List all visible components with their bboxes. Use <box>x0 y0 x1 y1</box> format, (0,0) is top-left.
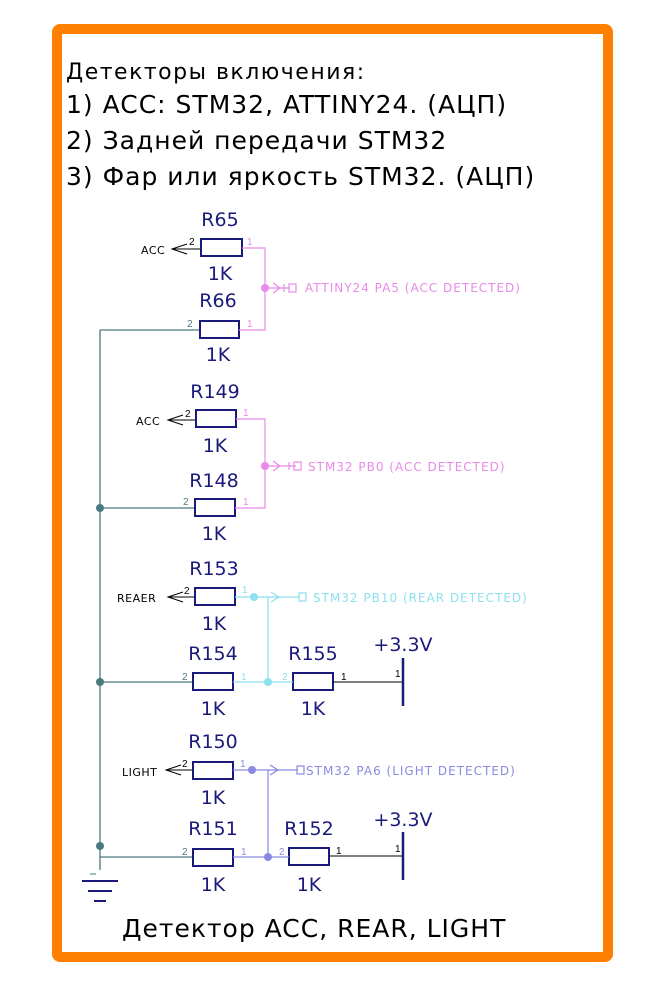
pin-label: 2 <box>279 847 285 858</box>
r155-value: 1K <box>301 698 326 720</box>
header-item-rear: 2) Задней передачи STM32 <box>66 126 448 155</box>
port-stm32-pb0[interactable]: STM32 PB0 (ACC DETECTED) <box>308 460 506 474</box>
r66-value: 1K <box>206 344 231 366</box>
junction-dot <box>96 678 104 686</box>
net-arrow-icon <box>170 243 201 255</box>
pin-label: 2 <box>182 672 188 683</box>
acc-attiny-section: R65 ACC 2 1K 1 R66 2 1K 1 ATTINY24 PA5 (… <box>141 209 521 366</box>
pin-label: 1 <box>395 844 401 855</box>
junction-dot <box>264 853 272 861</box>
r65-ref: R65 <box>201 209 238 231</box>
pin-label: 1 <box>242 585 248 596</box>
r154-value: 1K <box>201 698 226 720</box>
pin-label: 1 <box>341 672 347 683</box>
r152-value: 1K <box>297 874 322 896</box>
pin-label: 1 <box>241 847 247 858</box>
pin-label: 1 <box>243 408 249 419</box>
pin-label: 1 <box>336 846 342 857</box>
ground-net <box>99 329 200 870</box>
net-label-acc: ACC <box>141 244 165 257</box>
drawing-frame <box>52 24 613 962</box>
resistor-r65[interactable] <box>200 238 243 257</box>
r151-value: 1K <box>201 874 226 896</box>
rear-net <box>233 591 307 683</box>
pin-label: 2 <box>183 497 189 508</box>
r149-ref: R149 <box>190 381 239 403</box>
footer-caption: Детектор ACC, REAR, LIGHT <box>122 914 507 943</box>
r148-ref: R148 <box>189 470 238 492</box>
pin-label: 2 <box>185 409 191 420</box>
junction-dot <box>96 504 104 512</box>
junction-dot <box>264 678 272 686</box>
junction-dot <box>250 593 258 601</box>
ground-icon <box>82 880 118 902</box>
pin-label: 1 <box>395 669 401 680</box>
resistor-r152[interactable] <box>288 847 330 866</box>
r153-value: 1K <box>202 613 227 635</box>
r153-ref: R153 <box>189 558 238 580</box>
pin-label: 1 <box>240 759 246 770</box>
resistor-r153[interactable] <box>194 587 236 606</box>
pin-label: 2 <box>184 586 190 597</box>
port-stm32-pb10[interactable]: STM32 PB10 (REAR DETECTED) <box>313 591 528 605</box>
net-label-light: LIGHT <box>122 766 157 779</box>
light-net <box>233 764 305 858</box>
resistor-r149[interactable] <box>195 409 237 428</box>
r150-ref: R150 <box>188 731 237 753</box>
net-label-rear: REAER <box>117 592 156 605</box>
resistor-r154[interactable] <box>192 672 234 691</box>
pin-label: 2 <box>282 672 288 683</box>
header-title: Детекторы включения: <box>66 60 366 85</box>
pin-label: 1 <box>243 497 249 508</box>
resistor-r66[interactable] <box>199 320 240 339</box>
acc-stm32-section: R149 ACC 2 1K 1 R148 2 1K 1 STM32 PB0 (A… <box>136 381 506 545</box>
r150-value: 1K <box>201 787 226 809</box>
port-attiny-pa5[interactable]: ATTINY24 PA5 (ACC DETECTED) <box>305 281 521 295</box>
power-label-3v3: +3.3V <box>373 634 432 656</box>
resistor-r155[interactable] <box>292 672 334 691</box>
net-arrow-icon <box>166 591 195 603</box>
r152-ref: R152 <box>284 818 333 840</box>
r151-ref: R151 <box>188 818 237 840</box>
resistor-r151[interactable] <box>192 848 234 867</box>
resistor-r148[interactable] <box>194 498 236 517</box>
net-label-acc: ACC <box>136 415 160 428</box>
power-label-3v3: +3.3V <box>373 809 432 831</box>
r66-ref: R66 <box>199 290 236 312</box>
junction-dot <box>96 842 104 850</box>
r155-ref: R155 <box>288 643 337 665</box>
rear-section: R153 REAER 2 1K 1 R154 2 1K 1 R155 2 1K … <box>117 558 528 720</box>
pin-label: 2 <box>189 237 195 248</box>
pin-label: 2 <box>187 319 193 330</box>
header-item-acc: 1) ACC: STM32, ATTINY24. (АЦП) <box>66 90 508 119</box>
r148-value: 1K <box>202 523 227 545</box>
light-section: R150 LIGHT 2 1K 1 R151 2 1K 1 R152 2 1K … <box>122 731 516 896</box>
net-arrow-icon <box>164 764 193 776</box>
pin-label: 1 <box>247 319 253 330</box>
resistor-r150[interactable] <box>192 761 234 780</box>
pin-label: 2 <box>182 759 188 770</box>
r149-value: 1K <box>203 435 228 457</box>
pin-label: 2 <box>182 847 188 858</box>
junction-dot <box>261 462 269 470</box>
pin-label: 1 <box>241 672 247 683</box>
port-stm32-pa6[interactable]: STM32 PA6 (LIGHT DETECTED) <box>306 764 516 778</box>
pin-label: 1 <box>247 237 253 248</box>
net-arrow-icon <box>166 414 196 426</box>
junction-dot <box>248 766 256 774</box>
junction-dot <box>261 284 269 292</box>
r65-value: 1K <box>208 263 233 285</box>
r154-ref: R154 <box>188 643 237 665</box>
header-item-light: 3) Фар или яркость STM32. (АЦП) <box>66 162 536 191</box>
